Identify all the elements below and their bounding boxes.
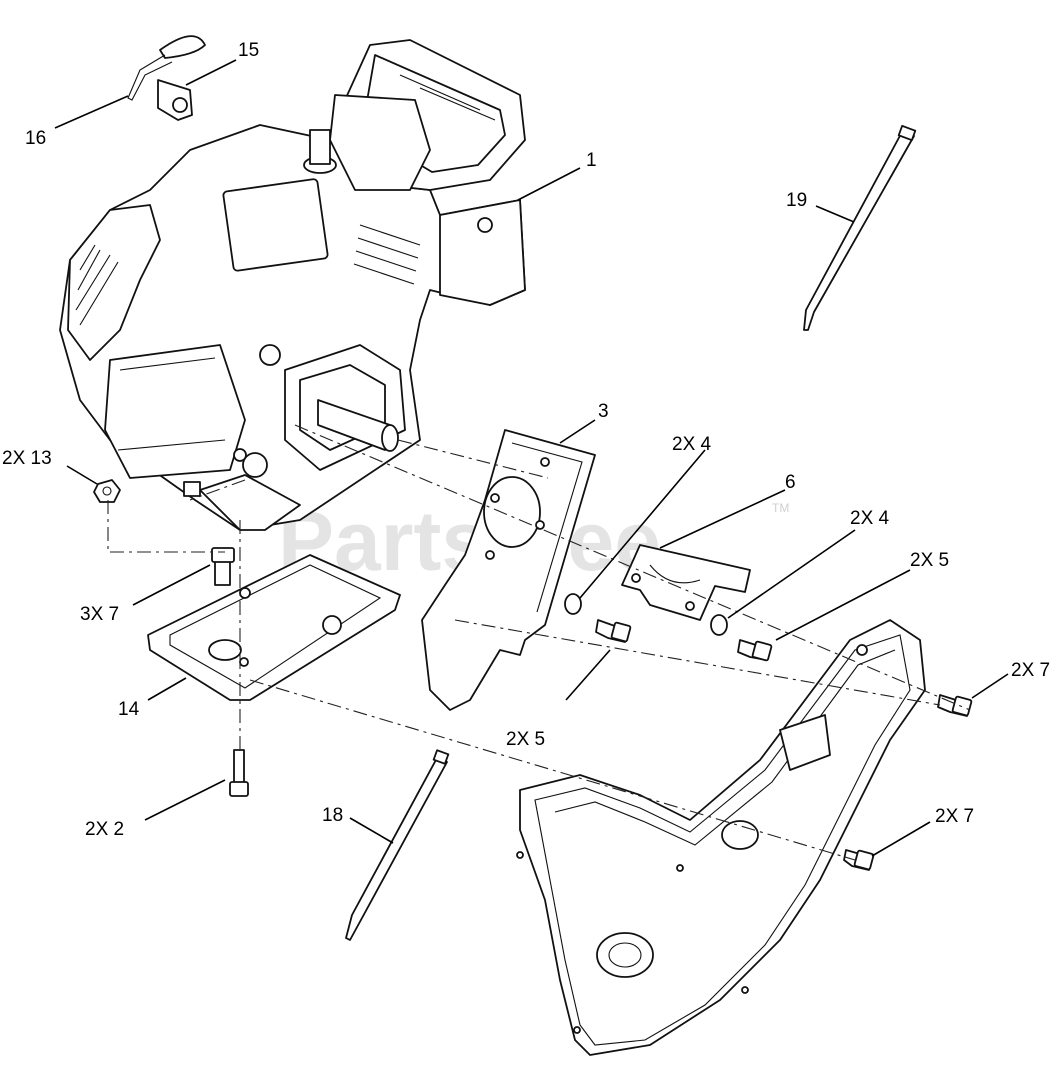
gasket-plate [421,429,596,711]
bolt-5-left [595,619,632,643]
bolt-2 [229,749,249,797]
callout-2x13: 2X 13 [2,448,52,469]
callout-3: 3 [598,401,609,422]
leader-lines [54,59,1009,857]
callout-19: 19 [786,190,807,211]
bolt-5-right [737,639,773,662]
callout-2x5-left: 2X 5 [506,729,545,750]
callout-1: 1 [586,150,597,171]
alignment-lines [107,424,971,861]
callout-3x7: 3X 7 [80,604,119,625]
callout-6: 6 [785,472,796,493]
cable-tie-19 [803,131,915,331]
callout-2x7-upper: 2X 7 [1011,660,1050,681]
callout-2x5-right: 2X 5 [910,550,949,571]
callout-2x7-lower: 2X 7 [935,806,974,827]
callout-15: 15 [238,40,259,61]
engine [59,39,526,531]
washer-4-right [710,614,728,636]
chain-case [516,619,926,1056]
callout-2x2: 2X 2 [85,819,124,840]
callout-2x4-right: 2X 4 [850,508,890,529]
callout-14: 14 [118,699,140,720]
bolt-7-base [211,547,235,586]
watermark-trademark: TM [772,501,789,515]
callout-labels: 1 15 16 19 3 2X 4 6 2X 4 2X 5 2X 13 3X 7… [2,40,1050,840]
callout-2x4-left: 2X 4 [672,434,712,455]
callout-18: 18 [322,805,343,826]
nut-13 [93,479,121,503]
bolt-7-lower [843,849,875,871]
cable-tie-18 [345,757,448,941]
dipstick-assembly [127,35,206,121]
base-plate-14 [147,554,401,701]
washer-4-left [564,593,582,615]
callout-16: 16 [25,128,46,149]
